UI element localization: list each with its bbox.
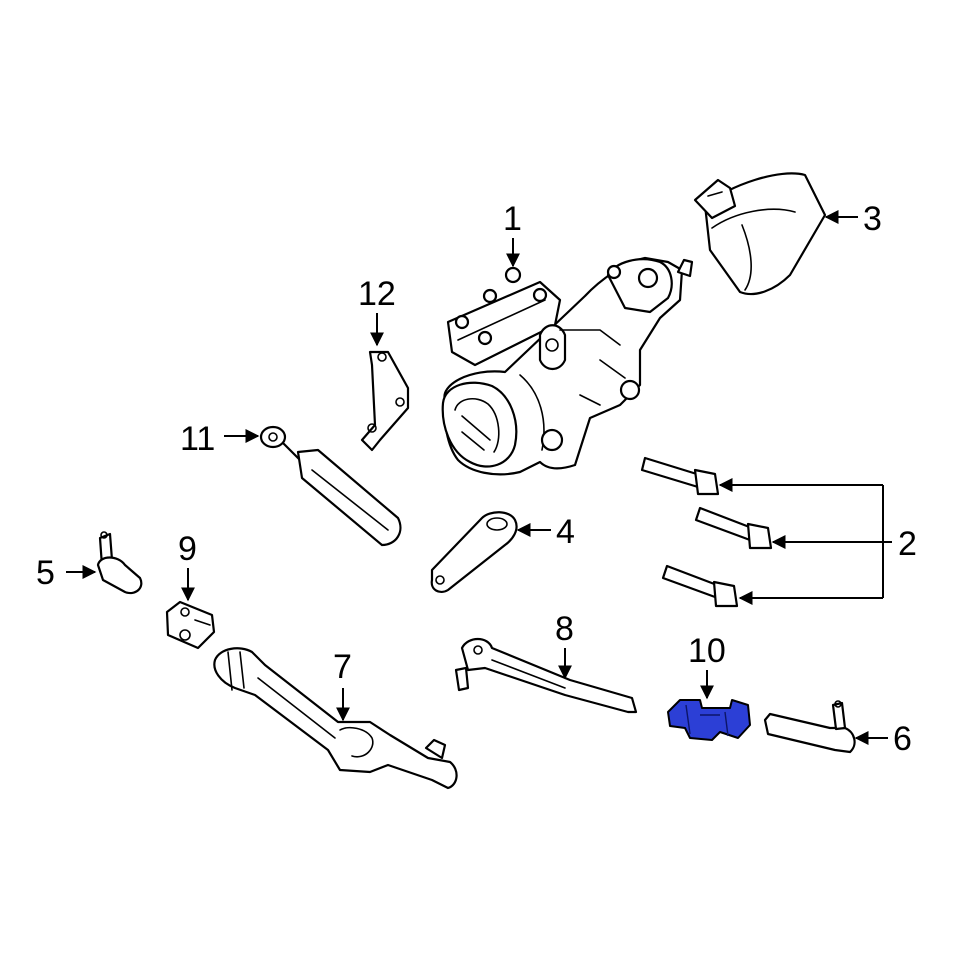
callout-2: 2	[718, 478, 917, 605]
callout-11-label: 11	[180, 420, 215, 458]
callout-5: 5	[36, 554, 97, 592]
steering-gear-box[interactable]	[441, 256, 694, 476]
steering-damper[interactable]	[259, 425, 402, 547]
callout-7-label: 7	[333, 648, 352, 686]
callout-10-label: 10	[688, 632, 726, 670]
callout-1: 1	[503, 200, 522, 268]
callout-6-label: 6	[893, 720, 912, 758]
callout-4: 4	[516, 513, 575, 551]
mounting-bolts[interactable]	[640, 456, 773, 608]
pitman-arm[interactable]	[430, 511, 518, 594]
callout-3-label: 3	[863, 200, 882, 238]
damper-bracket[interactable]	[360, 350, 410, 452]
callout-6: 6	[854, 720, 912, 758]
callout-12-label: 12	[358, 275, 396, 313]
callout-1-label: 1	[503, 200, 522, 238]
tie-rod[interactable]	[454, 637, 638, 714]
adjusting-sleeve[interactable]	[667, 699, 751, 741]
callout-11: 11	[180, 420, 260, 458]
callout-4-label: 4	[556, 513, 575, 551]
callout-8-label: 8	[555, 610, 574, 648]
callout-10: 10	[688, 632, 726, 700]
bolt-upper[interactable]	[640, 456, 720, 496]
bolt-lower[interactable]	[661, 564, 739, 608]
callout-12: 12	[358, 275, 396, 347]
callout-9: 9	[178, 530, 197, 602]
drag-link[interactable]	[213, 647, 458, 790]
bolt-middle[interactable]	[694, 506, 773, 550]
callout-9-label: 9	[178, 530, 197, 568]
adjuster-clamp[interactable]	[165, 600, 216, 650]
callout-5-label: 5	[36, 554, 55, 592]
callout-7: 7	[333, 648, 352, 722]
callout-2-label: 2	[898, 525, 917, 563]
tie-rod-end[interactable]	[763, 700, 856, 754]
gear-shield[interactable]	[693, 172, 827, 296]
callout-8: 8	[555, 610, 574, 680]
callout-3: 3	[824, 200, 882, 238]
drag-link-end[interactable]	[96, 531, 143, 595]
